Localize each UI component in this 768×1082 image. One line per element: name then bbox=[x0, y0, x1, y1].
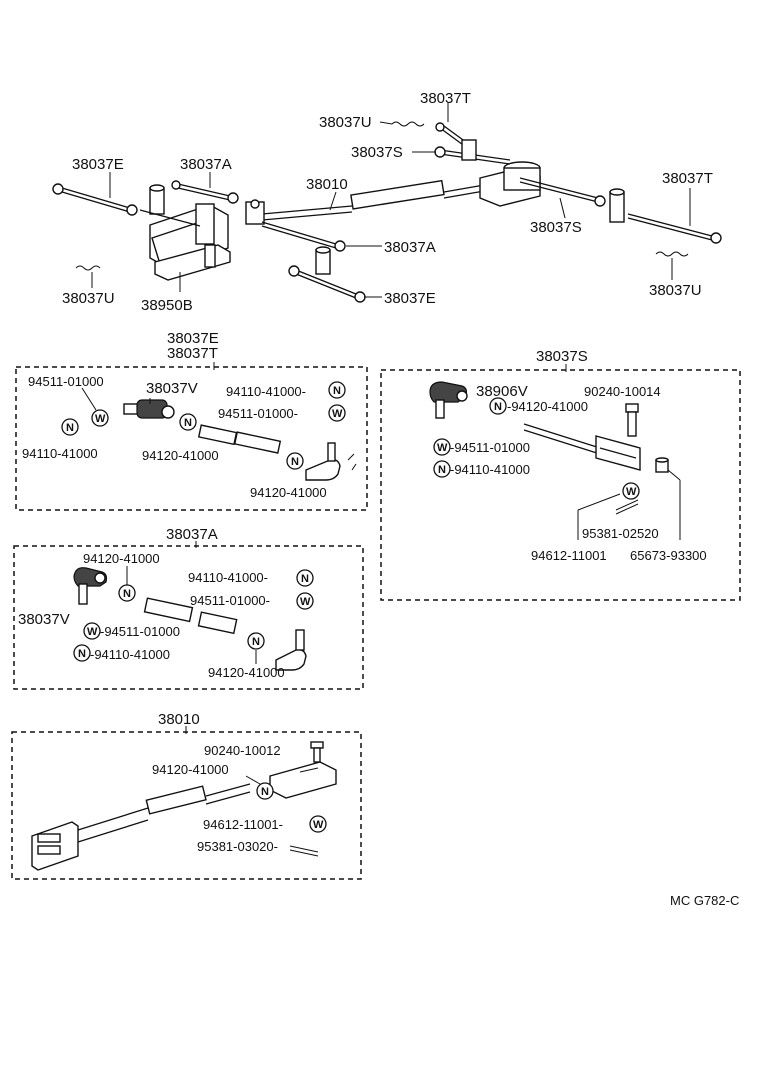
washer-icon bbox=[309, 815, 327, 833]
box-a-p4: 38037V bbox=[18, 611, 70, 628]
box-38037s: 38037S N W N W bbox=[380, 348, 741, 601]
svg-text:N: N bbox=[78, 648, 86, 660]
label-38037t-top: 38037T bbox=[420, 90, 471, 107]
svg-text:N: N bbox=[261, 786, 269, 798]
box-s-p3: -94120-41000 bbox=[507, 399, 588, 414]
box-s-p7: 94612-11001 bbox=[531, 548, 607, 563]
nut-icon bbox=[247, 632, 265, 650]
svg-text:W: W bbox=[626, 486, 637, 498]
box-rod-title: 38010 bbox=[158, 711, 200, 728]
box-et-p5: 94110-41000 bbox=[22, 446, 98, 461]
box-et-title-1: 38037E bbox=[167, 330, 219, 347]
svg-text:W: W bbox=[332, 408, 343, 420]
box-a-p6: -94110-41000 bbox=[90, 647, 170, 662]
box-s-p5: -94110-41000 bbox=[450, 462, 530, 477]
svg-text:N: N bbox=[184, 417, 192, 429]
label-38037a-mid: 38037A bbox=[384, 239, 436, 256]
box-rod-p4: 95381-03020- bbox=[197, 839, 278, 854]
box-s-p1: 38906V bbox=[476, 383, 528, 400]
nut-icon bbox=[61, 418, 79, 436]
svg-text:W: W bbox=[95, 413, 106, 425]
label-38037s-right: 38037S bbox=[530, 219, 582, 236]
nut-icon bbox=[179, 413, 197, 431]
svg-text:N: N bbox=[66, 422, 74, 434]
washer-icon bbox=[91, 409, 109, 427]
label-38037s-top: 38037S bbox=[351, 144, 403, 161]
overview-assembly bbox=[52, 102, 722, 303]
svg-text:W: W bbox=[87, 626, 98, 638]
label-38037e-mid: 38037E bbox=[384, 290, 436, 307]
svg-text:N: N bbox=[301, 573, 309, 585]
box-38037a: 38037A N N W W N N bbox=[13, 526, 364, 690]
box-a-p5: -94511-01000 bbox=[100, 624, 180, 639]
svg-text:N: N bbox=[123, 588, 131, 600]
box-a-title: 38037A bbox=[166, 526, 218, 543]
box-s-p8: 65673-93300 bbox=[630, 548, 707, 563]
svg-text:N: N bbox=[333, 385, 341, 397]
box-s-p2: 90240-10014 bbox=[584, 384, 661, 399]
box-s-p4: -94511-01000 bbox=[450, 440, 530, 455]
svg-text:N: N bbox=[494, 401, 502, 413]
svg-text:N: N bbox=[291, 456, 299, 468]
svg-text:N: N bbox=[438, 464, 446, 476]
box-38010: 38010 N W bbox=[11, 711, 362, 880]
box-s-p6: 95381-02520 bbox=[582, 526, 659, 541]
washer-icon bbox=[296, 592, 314, 610]
nut-icon bbox=[286, 452, 304, 470]
box-et-p7: 94120-41000 bbox=[250, 485, 327, 500]
label-38037u-right: 38037U bbox=[649, 282, 702, 299]
box-s-title: 38037S bbox=[536, 348, 588, 365]
nut-icon bbox=[489, 397, 507, 415]
box-et-p4: 94511-01000- bbox=[218, 406, 298, 421]
box-38037e-t: 38037E 38037T N W N N W N bbox=[15, 330, 368, 511]
nut-icon bbox=[296, 569, 314, 587]
washer-icon bbox=[433, 438, 451, 456]
box-et-title-2: 38037T bbox=[167, 345, 218, 362]
box-a-p2: 94110-41000- bbox=[188, 570, 268, 585]
label-38037e-left: 38037E bbox=[72, 156, 124, 173]
nut-icon bbox=[73, 644, 91, 662]
box-rod-p1: 90240-10012 bbox=[204, 743, 281, 758]
box-et-p1: 94511-01000 bbox=[28, 374, 104, 389]
svg-text:N: N bbox=[252, 636, 260, 648]
nut-icon bbox=[328, 381, 346, 399]
svg-text:W: W bbox=[300, 596, 311, 608]
diagram-code: MC G782-C bbox=[670, 893, 739, 908]
box-rod-p3: 94612-11001- bbox=[203, 817, 283, 832]
box-et-p3: 94110-41000- bbox=[226, 384, 306, 399]
label-38037u-top: 38037U bbox=[319, 114, 372, 131]
box-a-p7: 94120-41000 bbox=[208, 665, 285, 680]
washer-icon bbox=[328, 404, 346, 422]
svg-text:W: W bbox=[437, 442, 448, 454]
label-38950b: 38950B bbox=[141, 297, 193, 314]
box-a-p1: 94120-41000 bbox=[83, 551, 160, 566]
box-rod-p2: 94120-41000 bbox=[152, 762, 229, 777]
label-38037t-right: 38037T bbox=[662, 170, 713, 187]
svg-text:W: W bbox=[313, 819, 324, 831]
box-et-p6: 94120-41000 bbox=[142, 448, 219, 463]
label-38037a-left: 38037A bbox=[180, 156, 232, 173]
label-38037u-left: 38037U bbox=[62, 290, 115, 307]
washer-icon bbox=[622, 482, 640, 500]
box-et-p2: 38037V bbox=[146, 380, 198, 397]
nut-icon bbox=[433, 460, 451, 478]
nut-icon bbox=[256, 782, 274, 800]
washer-icon bbox=[83, 622, 101, 640]
label-38010-rod: 38010 bbox=[306, 176, 348, 193]
box-a-p3: 94511-01000- bbox=[190, 593, 270, 608]
